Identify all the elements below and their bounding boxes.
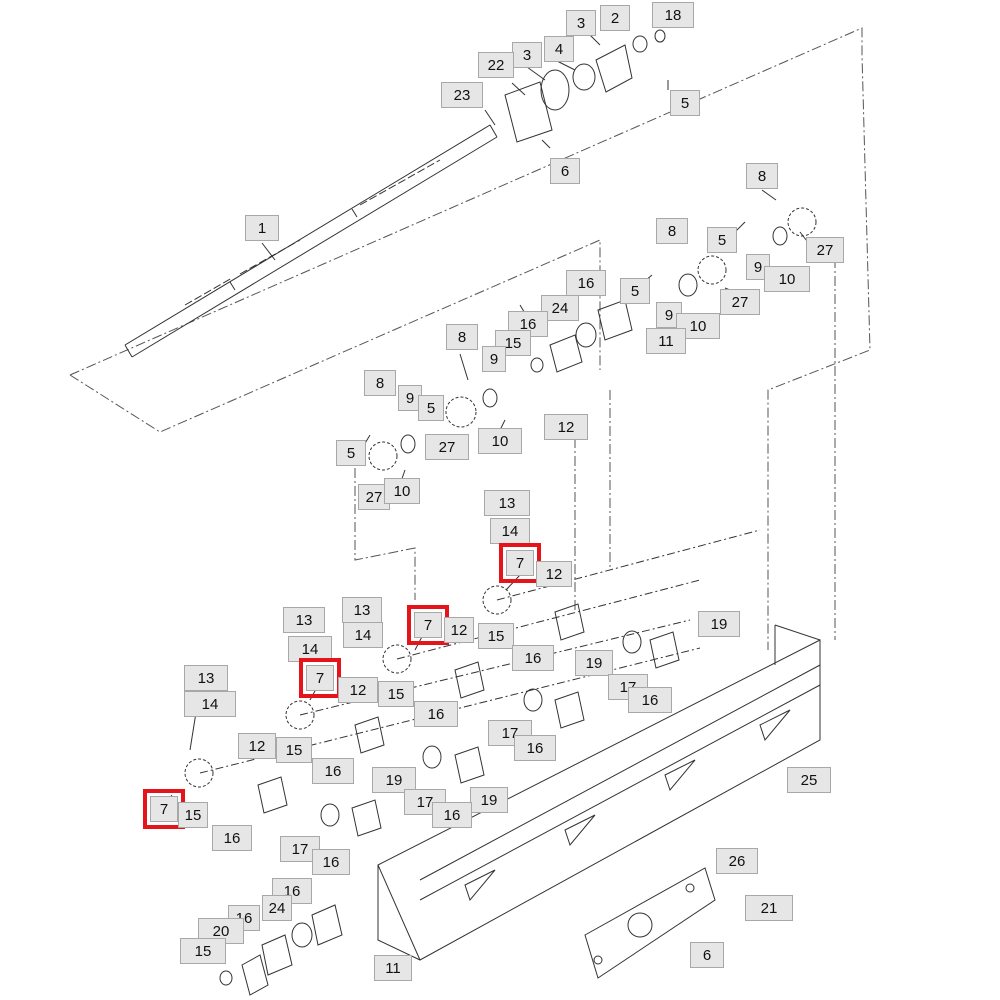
callout-18: 18 <box>652 2 694 28</box>
callout-27: 27 <box>806 237 844 263</box>
callout-11: 11 <box>646 328 686 354</box>
callout-21: 21 <box>745 895 793 921</box>
callout-16: 16 <box>312 758 354 784</box>
callout-7-highlighted: 7 <box>143 789 185 829</box>
callout-27: 27 <box>720 289 760 315</box>
callout-2: 2 <box>600 5 630 31</box>
top-bearing-group <box>504 29 666 143</box>
callout-7-highlighted: 7 <box>499 543 541 583</box>
main-channel-frame <box>377 624 821 961</box>
callout-14: 14 <box>490 518 530 544</box>
callout-12: 12 <box>536 561 572 587</box>
callout-10: 10 <box>764 266 810 292</box>
callout-8: 8 <box>656 218 688 244</box>
callout-16: 16 <box>566 270 606 296</box>
callout-6: 6 <box>550 158 580 184</box>
callout-16: 16 <box>628 687 672 713</box>
callout-25: 25 <box>787 767 831 793</box>
upper-phantom-outline <box>69 27 871 650</box>
callout-5: 5 <box>670 90 700 116</box>
callout-8: 8 <box>446 324 478 350</box>
callout-10: 10 <box>676 313 720 339</box>
callout-4: 4 <box>544 36 574 62</box>
callout-22: 22 <box>478 52 514 78</box>
callout-15: 15 <box>276 737 312 763</box>
bottom-left-bearing-group <box>219 904 343 996</box>
callout-7-highlighted: 7 <box>299 658 341 698</box>
callout-16: 16 <box>414 701 458 727</box>
callout-23: 23 <box>441 82 483 108</box>
callout-16: 16 <box>432 802 472 828</box>
callout-5: 5 <box>707 227 737 253</box>
callout-26: 26 <box>716 848 758 874</box>
callout-5: 5 <box>336 440 366 466</box>
callout-16: 16 <box>312 849 350 875</box>
middle-phantom-outline <box>354 240 836 640</box>
callout-10: 10 <box>478 428 522 454</box>
callout-16: 16 <box>512 645 554 671</box>
callout-7-highlighted: 7 <box>407 605 449 645</box>
callout-16: 16 <box>212 825 252 851</box>
callout-12: 12 <box>544 414 588 440</box>
callout-24: 24 <box>262 895 292 921</box>
callout-8: 8 <box>746 163 778 189</box>
callout-19: 19 <box>698 611 740 637</box>
callout-12: 12 <box>444 617 474 643</box>
upper-right-sprockets <box>530 207 817 373</box>
callout-15: 15 <box>378 681 414 707</box>
callout-14: 14 <box>184 691 236 717</box>
callout-3: 3 <box>512 42 542 68</box>
callout-16: 16 <box>228 905 260 931</box>
callout-6: 6 <box>690 942 724 968</box>
callout-13: 13 <box>484 490 530 516</box>
callout-19: 19 <box>470 787 508 813</box>
callout-27: 27 <box>425 434 469 460</box>
callout-12: 12 <box>338 677 378 703</box>
callout-16: 16 <box>272 878 312 904</box>
callout-9: 9 <box>482 346 506 372</box>
mounting-plate <box>584 867 716 979</box>
callout-5: 5 <box>418 395 444 421</box>
callout-15: 15 <box>178 802 208 828</box>
callout-5: 5 <box>620 278 650 304</box>
callout-16: 16 <box>514 735 556 761</box>
callout-17: 17 <box>488 720 532 746</box>
callout-15: 15 <box>180 938 226 964</box>
callout-13: 13 <box>342 597 382 623</box>
callout-1: 1 <box>245 215 279 241</box>
mid-left-sprockets <box>368 388 498 471</box>
callout-10: 10 <box>384 478 420 504</box>
callout-13: 13 <box>283 607 325 633</box>
callout-12: 12 <box>238 733 276 759</box>
callout-14: 14 <box>288 636 332 662</box>
drive-shaft <box>124 124 498 358</box>
callout-15: 15 <box>478 623 514 649</box>
callout-19: 19 <box>575 650 613 676</box>
callout-8: 8 <box>364 370 396 396</box>
callout-14: 14 <box>343 622 383 648</box>
callout-11: 11 <box>374 955 412 981</box>
callout-16: 16 <box>508 311 548 337</box>
callout-13: 13 <box>184 665 228 691</box>
callout-3: 3 <box>566 10 596 36</box>
callout-19: 19 <box>372 767 416 793</box>
